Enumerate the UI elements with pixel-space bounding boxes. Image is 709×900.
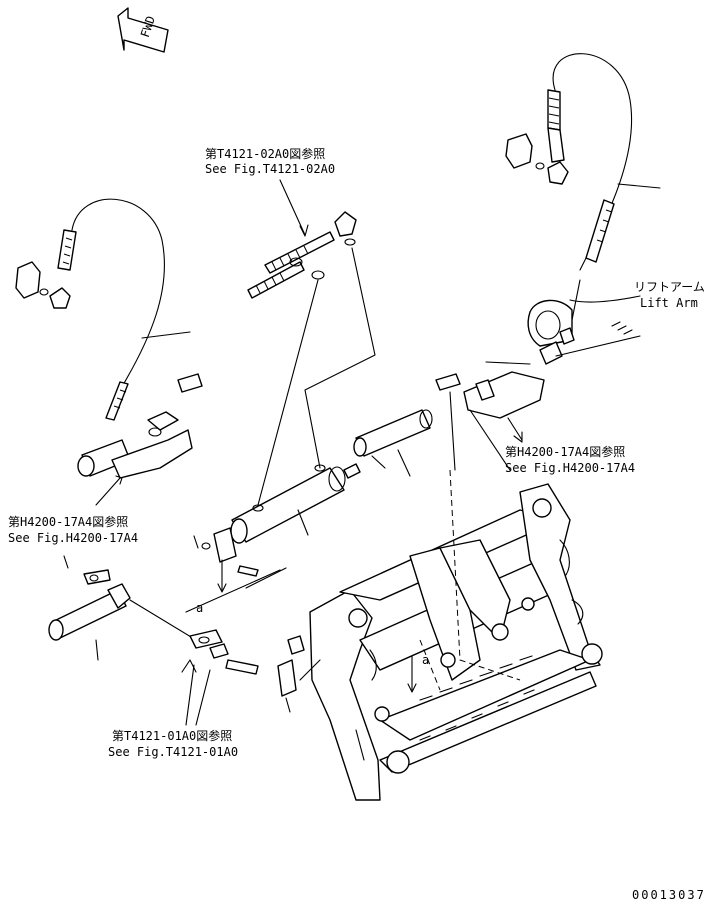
- fwd-label: FWD: [138, 14, 158, 39]
- clevis-left: [193, 527, 287, 593]
- pin-center: [353, 409, 433, 477]
- plate-and-bolt: [189, 629, 305, 713]
- connection-line: [304, 247, 376, 469]
- ref-h4200-17a4-right-jp: 第H4200-17A4図参照: [505, 444, 625, 459]
- dashed-reference-line: [449, 469, 521, 681]
- drawing-number: 00013037: [632, 888, 706, 900]
- hose-assembly-left: [15, 198, 191, 421]
- hydraulic-cylinder: [230, 463, 361, 544]
- pin-left: [48, 555, 197, 661]
- callout-arrowhead-icon: [407, 683, 417, 693]
- lift-arm-label-jp: リフトアーム: [634, 280, 705, 294]
- bracket-right: [435, 361, 545, 471]
- leader-arrowhead-icon: [181, 659, 197, 673]
- leader-line: [279, 179, 306, 236]
- callout-a-left: a: [196, 601, 203, 615]
- ref-t4121-01a0-en: See Fig.T4121-01A0: [108, 745, 238, 759]
- lift-arm-end: [527, 299, 641, 365]
- bracket-left: [77, 373, 203, 506]
- fwd-arrow-icon: FWD: [117, 7, 169, 53]
- ref-h4200-17a4-left-jp: 第H4200-17A4図参照: [8, 514, 128, 529]
- ref-t4121-02a0-jp: 第T4121-02A0図参照: [205, 146, 325, 161]
- lift-arm-leader: [569, 295, 641, 303]
- dashed-reference-line: [419, 639, 441, 691]
- ref-h4200-17a4-left-en: See Fig.H4200-17A4: [8, 531, 138, 545]
- connection-line: [257, 279, 319, 506]
- leader-arrowhead-icon: [299, 224, 309, 237]
- leader-line: [195, 669, 211, 726]
- ref-t4121-02a0-en: See Fig.T4121-02A0: [205, 162, 335, 176]
- hose-assembly-right: [505, 53, 661, 331]
- ref-h4200-17a4-right-en: See Fig.H4200-17A4: [505, 461, 635, 475]
- callout-a-center: a: [422, 653, 429, 667]
- callout-leader: [185, 569, 281, 613]
- hose-fitting-group-top: [247, 211, 357, 299]
- lift-arm-label-en: Lift Arm: [640, 296, 698, 310]
- ref-t4121-01a0-jp: 第T4121-01A0図参照: [112, 728, 232, 743]
- leader-line: [185, 664, 195, 726]
- coupler-frame: [299, 483, 603, 801]
